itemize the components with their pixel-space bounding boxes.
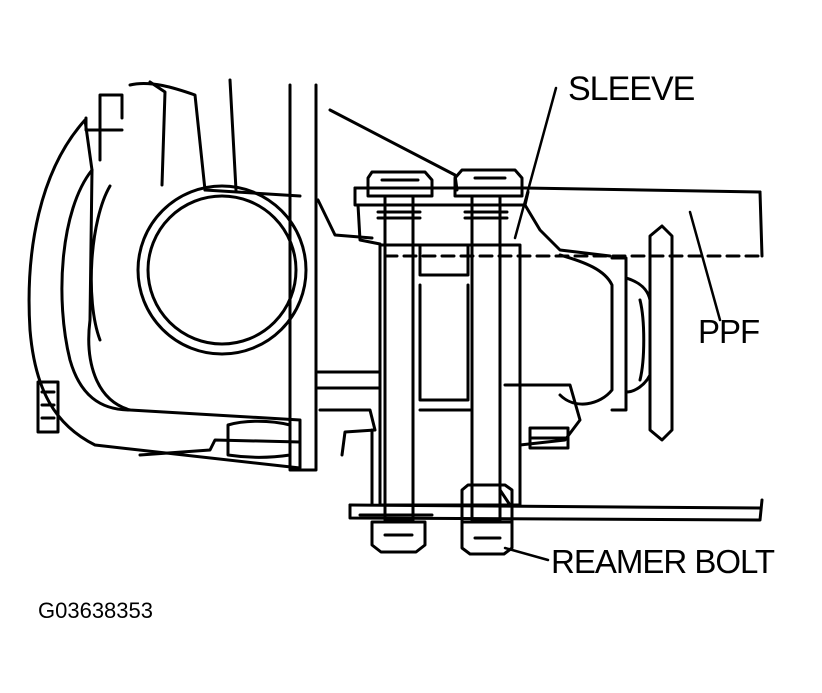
side-nut — [528, 426, 570, 450]
right-bolt — [453, 168, 524, 556]
mount-plates — [228, 78, 459, 472]
ppf-label: PPF — [698, 313, 760, 350]
top-flange — [353, 186, 764, 258]
pipe-coupling — [558, 224, 674, 442]
leader-lines — [503, 86, 722, 562]
sleeve-label: SLEEVE — [568, 70, 695, 108]
reamer-bolt-label: REAMER BOLT — [551, 543, 775, 580]
transmission-housing — [27, 80, 308, 470]
figure-code: G03638353 — [38, 598, 153, 623]
left-bolt — [358, 170, 434, 554]
